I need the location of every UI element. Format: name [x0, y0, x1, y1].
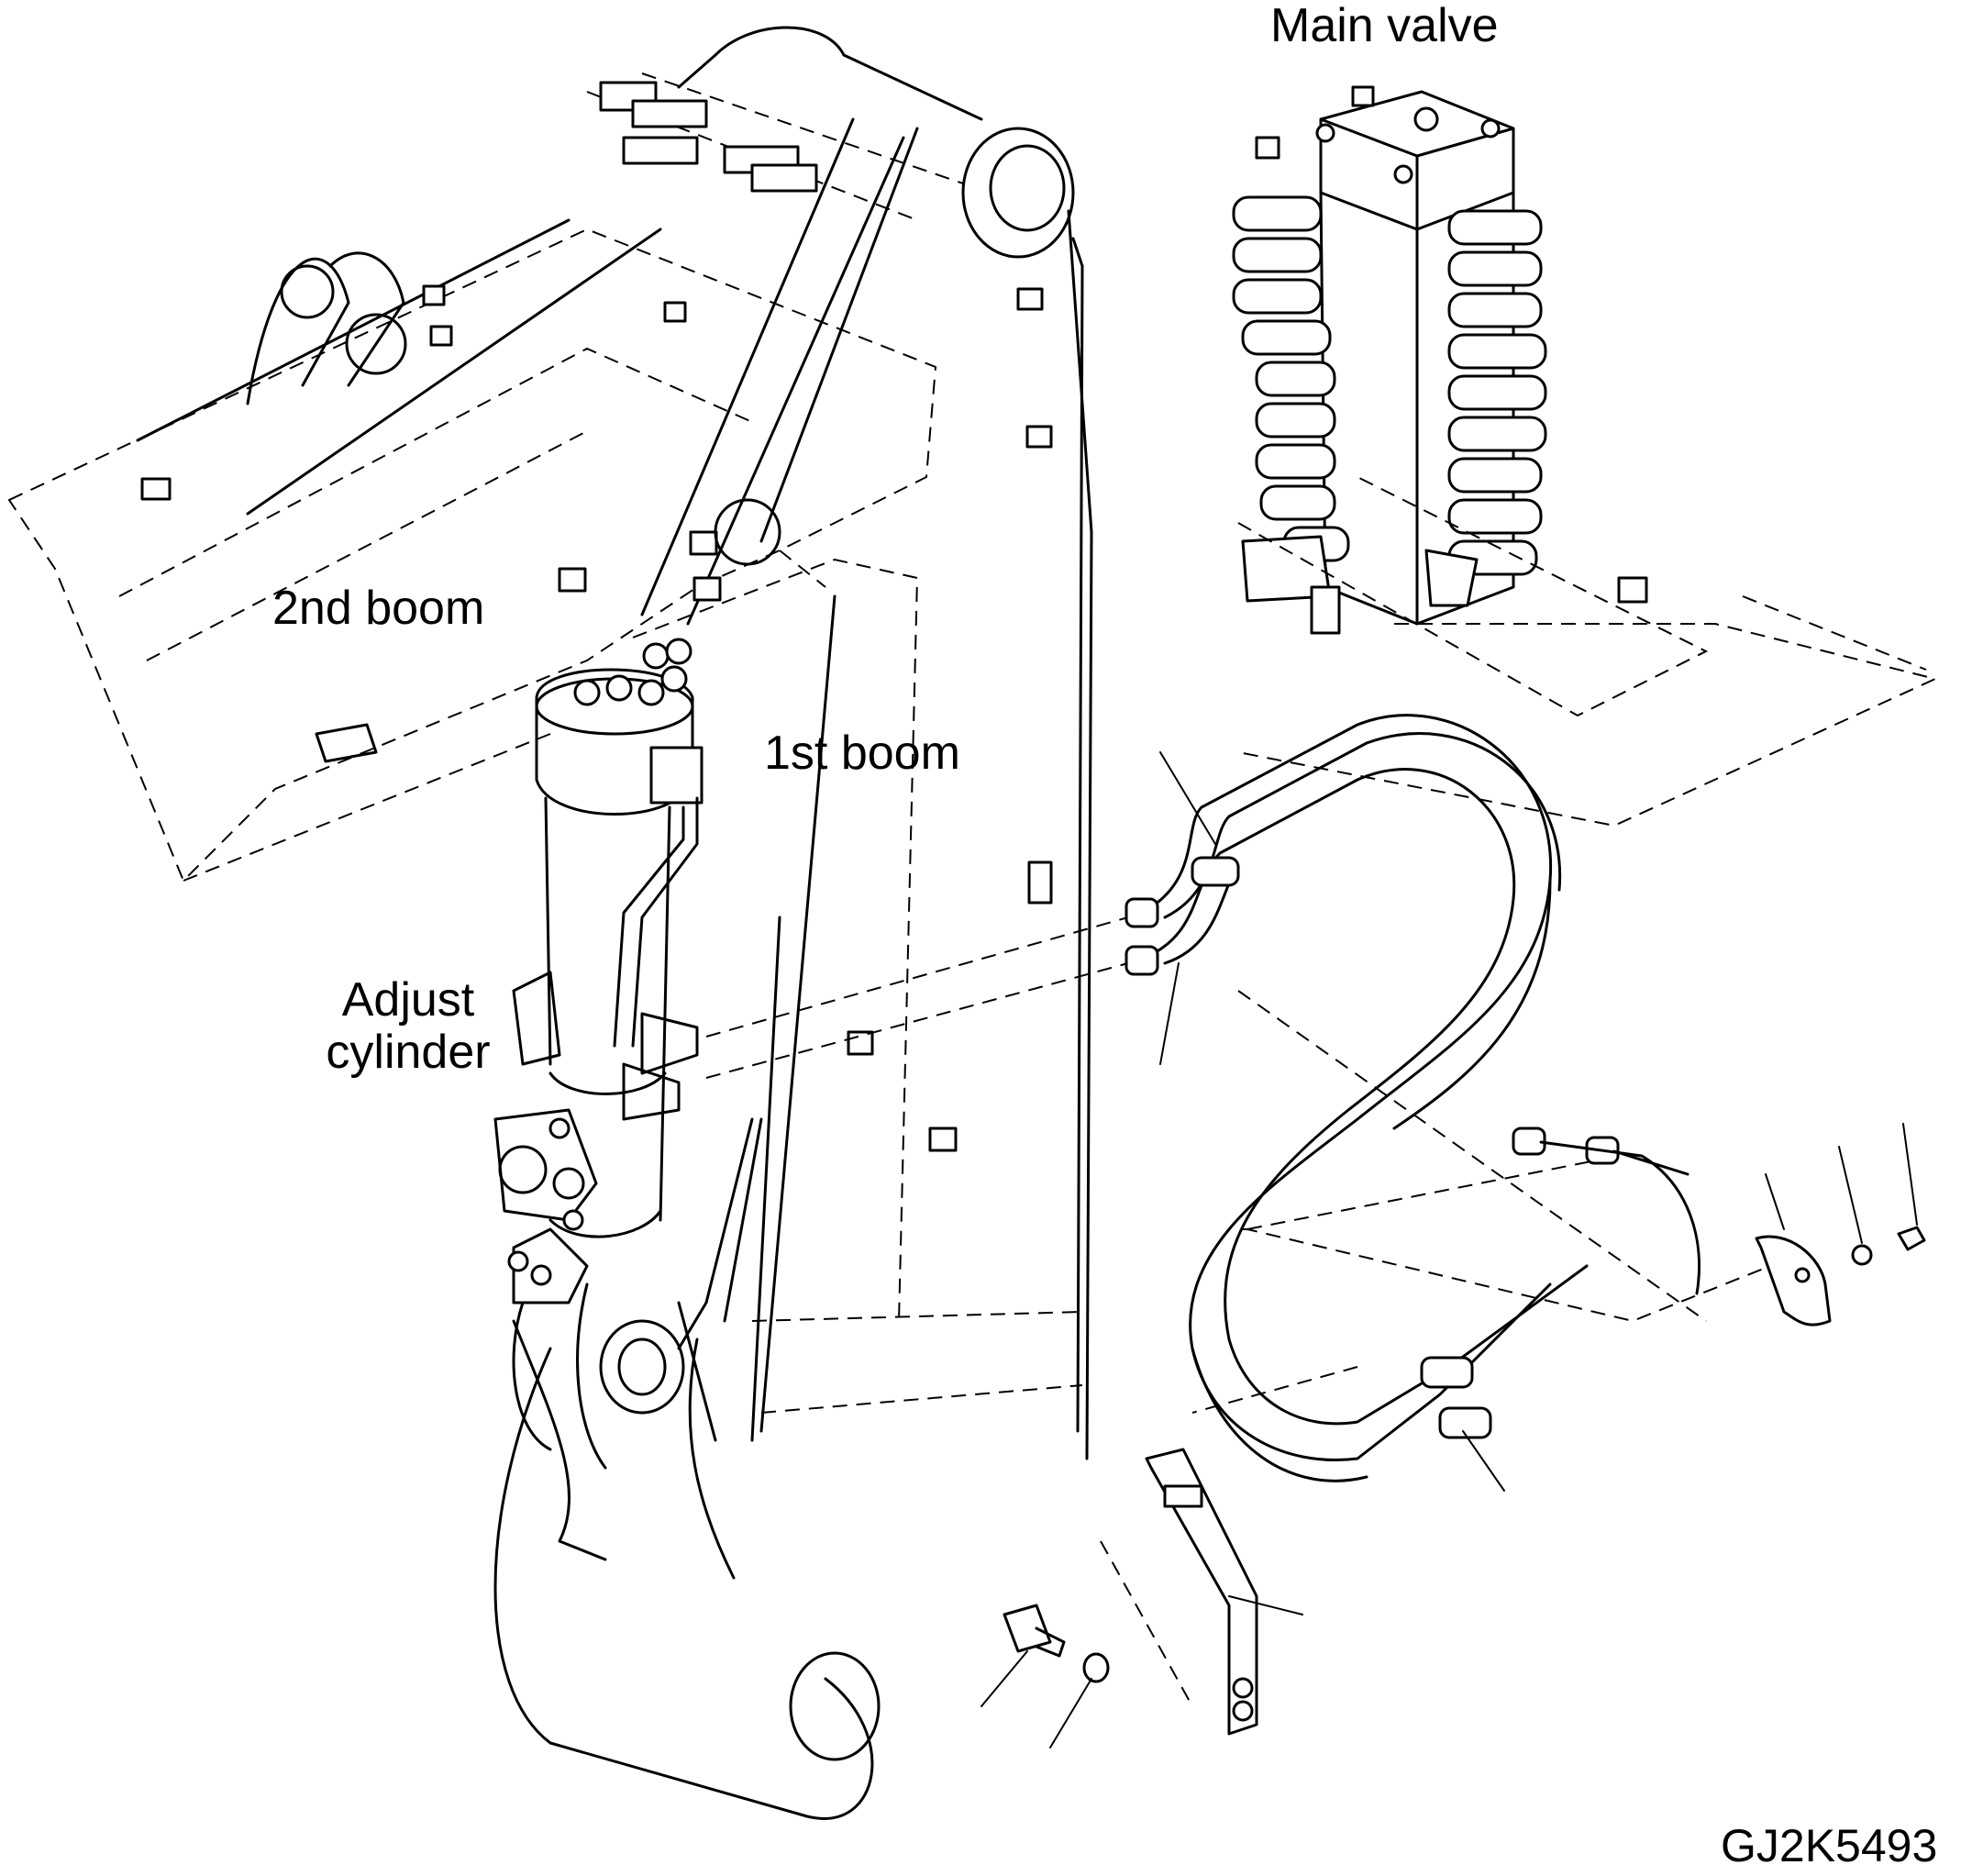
second-boom-label: 2nd boom: [272, 582, 485, 635]
adjust-cylinder-label-line1: Adjust: [341, 973, 475, 1027]
connection-leaders: [705, 916, 1771, 1707]
boom-mount-pads: [599, 81, 818, 193]
figure-id: GJ2K5493: [1721, 1820, 1938, 1871]
hydraulic-hoses: [1124, 714, 1701, 1482]
second-boom-bracket: [136, 218, 687, 763]
adjust-cylinder-label: Adjust cylinder: [294, 973, 523, 1080]
part-leader-lines: [980, 751, 1918, 1748]
main-valve-label: Main valve: [1270, 0, 1499, 52]
adjust-cylinder: [493, 638, 703, 1470]
hose-clamp-parts: [1003, 1226, 1926, 1736]
first-boom-label: 1st boom: [764, 727, 960, 780]
first-boom: [493, 26, 1093, 1820]
first-boom-hidden-edges: [632, 549, 1083, 1414]
main-valve: [1232, 85, 1939, 827]
adjust-cylinder-label-line2: cylinder: [326, 1026, 491, 1080]
